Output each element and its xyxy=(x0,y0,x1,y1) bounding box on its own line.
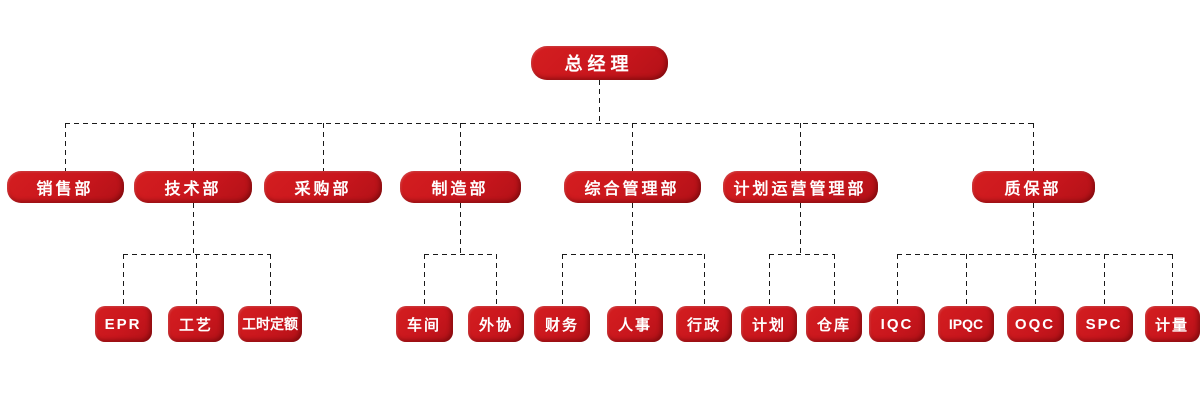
org-node-qa: 质保部 xyxy=(971,171,1095,203)
org-node-waixie: 外协 xyxy=(468,306,524,342)
org-node-spc: SPC xyxy=(1075,306,1133,342)
org-node-gongshi: 工时定额 xyxy=(238,306,302,342)
org-node-jihua: 计划 xyxy=(741,306,797,342)
org-node-mfg: 制造部 xyxy=(399,171,521,203)
org-node-gongyi: 工艺 xyxy=(168,306,224,342)
org-node-epr: EPR xyxy=(94,306,152,342)
org-node-caiwu: 财务 xyxy=(534,306,590,342)
org-node-renshi: 人事 xyxy=(607,306,663,342)
org-node-sales: 销售部 xyxy=(6,171,124,203)
org-node-oqc: OQC xyxy=(1006,306,1064,342)
org-node-purchase: 采购部 xyxy=(264,171,382,203)
org-node-iqc: IQC xyxy=(869,306,925,342)
org-node-xingzheng: 行政 xyxy=(676,306,732,342)
org-node-admin: 综合管理部 xyxy=(563,171,701,203)
org-node-cangku: 仓库 xyxy=(806,306,862,342)
dashed-connector-path xyxy=(65,80,1173,306)
org-node-chejian: 车间 xyxy=(395,306,453,342)
org-node-jiliang: 计量 xyxy=(1144,306,1200,342)
org-node-planops: 计划运营管理部 xyxy=(722,171,878,203)
org-node-gm: 总经理 xyxy=(530,46,668,80)
org-node-ipqc: IPQC xyxy=(938,306,994,342)
org-node-tech: 技术部 xyxy=(134,171,252,203)
